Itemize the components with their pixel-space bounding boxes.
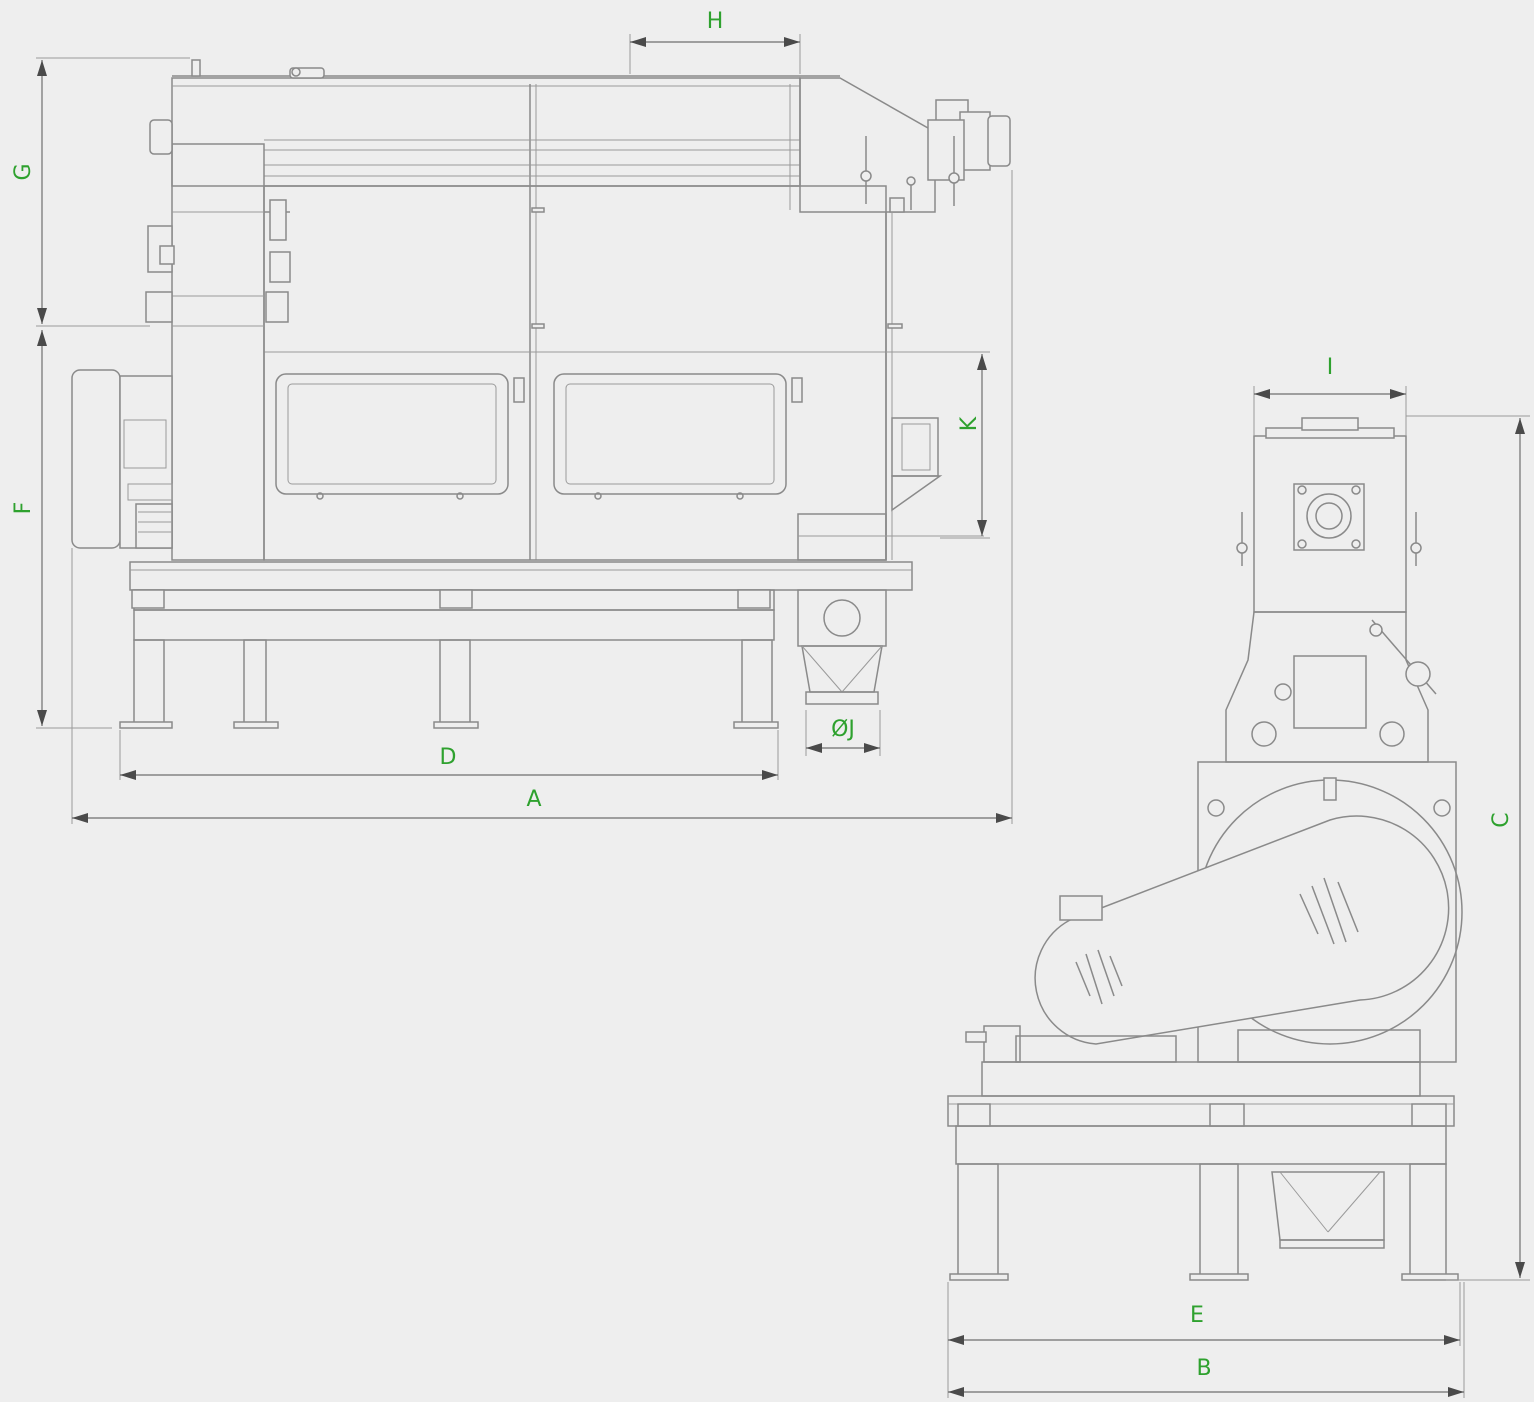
dim-label-d: D	[440, 745, 457, 770]
dim-label-f: F	[11, 502, 36, 515]
side-view	[947, 417, 1463, 1281]
front-view	[71, 59, 1011, 729]
dim-label-b: B	[1196, 1356, 1211, 1381]
main-body	[263, 185, 984, 561]
dim-label-j: ØJ	[831, 717, 855, 742]
dim-label-g: G	[11, 163, 36, 180]
dim-label-k: K	[957, 416, 982, 431]
dim-label-c: C	[1489, 812, 1514, 827]
belt-guard	[1034, 815, 1450, 1045]
left-column	[71, 119, 291, 561]
dim-label-i: I	[1327, 355, 1334, 380]
top-housing	[171, 59, 1011, 560]
dim-label-h: H	[707, 9, 724, 34]
dimension-lines	[36, 34, 1530, 1398]
dim-label-e: E	[1190, 1303, 1204, 1328]
dimension-labels: H G F K ØJ D A I C E B	[11, 9, 1514, 1381]
base-frame	[119, 561, 913, 729]
dim-label-a: A	[526, 787, 541, 812]
